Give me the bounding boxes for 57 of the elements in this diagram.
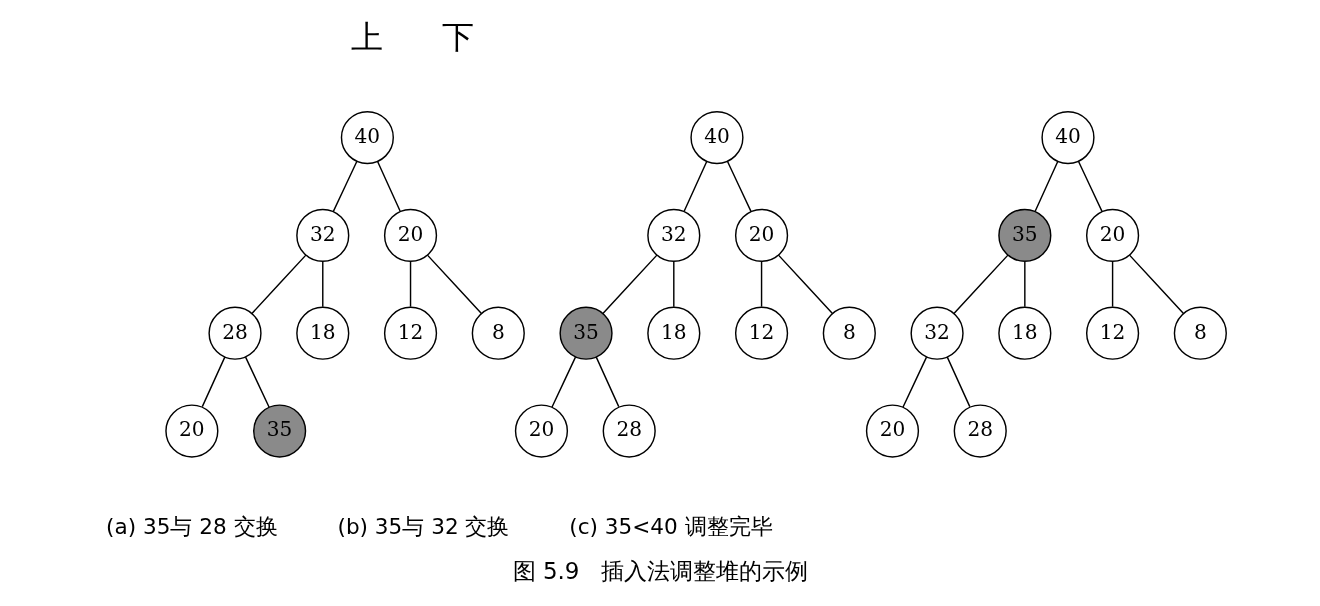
node-circle: 20 bbox=[383, 208, 437, 262]
connector bbox=[1111, 261, 1113, 308]
connector bbox=[1128, 254, 1184, 315]
connector bbox=[946, 356, 970, 408]
connector bbox=[426, 254, 482, 315]
node-circle: 8 bbox=[822, 306, 876, 360]
connector bbox=[601, 254, 658, 315]
connector bbox=[409, 261, 411, 308]
node-circle: 12 bbox=[1085, 306, 1139, 360]
node-circle: 20 bbox=[1085, 208, 1139, 262]
node-circle: 35 bbox=[558, 306, 613, 360]
node-circle: 28 bbox=[207, 306, 262, 360]
node-circle: 28 bbox=[953, 404, 1007, 458]
connector bbox=[1034, 160, 1058, 212]
connector bbox=[952, 254, 1009, 315]
node-circle: 40 bbox=[1040, 110, 1095, 165]
node-circle: 8 bbox=[1173, 306, 1227, 360]
node-circle: 18 bbox=[997, 306, 1051, 360]
connector bbox=[726, 160, 752, 213]
node-circle: 12 bbox=[383, 306, 437, 360]
label: 上 bbox=[350, 18, 383, 55]
node-circle: 35 bbox=[997, 208, 1051, 262]
connector bbox=[321, 261, 323, 308]
connector bbox=[1077, 160, 1103, 213]
connector bbox=[672, 261, 675, 308]
connector bbox=[683, 160, 707, 212]
connector bbox=[250, 254, 307, 315]
node-circle: 8 bbox=[471, 306, 525, 360]
node-circle: 32 bbox=[295, 208, 349, 262]
caption: 图 5.9 插入法调整堆的示例 bbox=[512, 557, 808, 584]
node-circle: 20 bbox=[734, 208, 788, 262]
connector bbox=[777, 254, 833, 315]
label: (b) 35与 32 交换 bbox=[337, 513, 509, 539]
node-circle: 40 bbox=[689, 110, 744, 165]
node-circle: 18 bbox=[646, 306, 700, 360]
label: 下 bbox=[441, 18, 474, 55]
connector bbox=[901, 356, 927, 408]
node-circle: 28 bbox=[602, 404, 656, 458]
connector bbox=[595, 356, 619, 408]
connector bbox=[550, 356, 576, 408]
node-circle: 20 bbox=[514, 404, 568, 458]
node-circle: 35 bbox=[252, 404, 306, 458]
connector bbox=[332, 160, 358, 213]
node-circle: 40 bbox=[340, 110, 394, 165]
node-circle: 32 bbox=[646, 208, 700, 262]
connector bbox=[760, 261, 762, 308]
node-circle: 32 bbox=[909, 306, 964, 360]
node-circle: 18 bbox=[295, 306, 349, 360]
node-circle: 12 bbox=[734, 306, 788, 360]
label: (c) 35<40 调整完毕 bbox=[568, 513, 773, 539]
connector bbox=[201, 356, 225, 408]
label: (a) 35与 28 交换 bbox=[105, 513, 278, 539]
node-circle: 20 bbox=[865, 404, 919, 458]
node-circle: 20 bbox=[164, 404, 218, 458]
connector bbox=[1023, 261, 1026, 308]
connector bbox=[244, 356, 270, 408]
connector bbox=[376, 160, 401, 212]
